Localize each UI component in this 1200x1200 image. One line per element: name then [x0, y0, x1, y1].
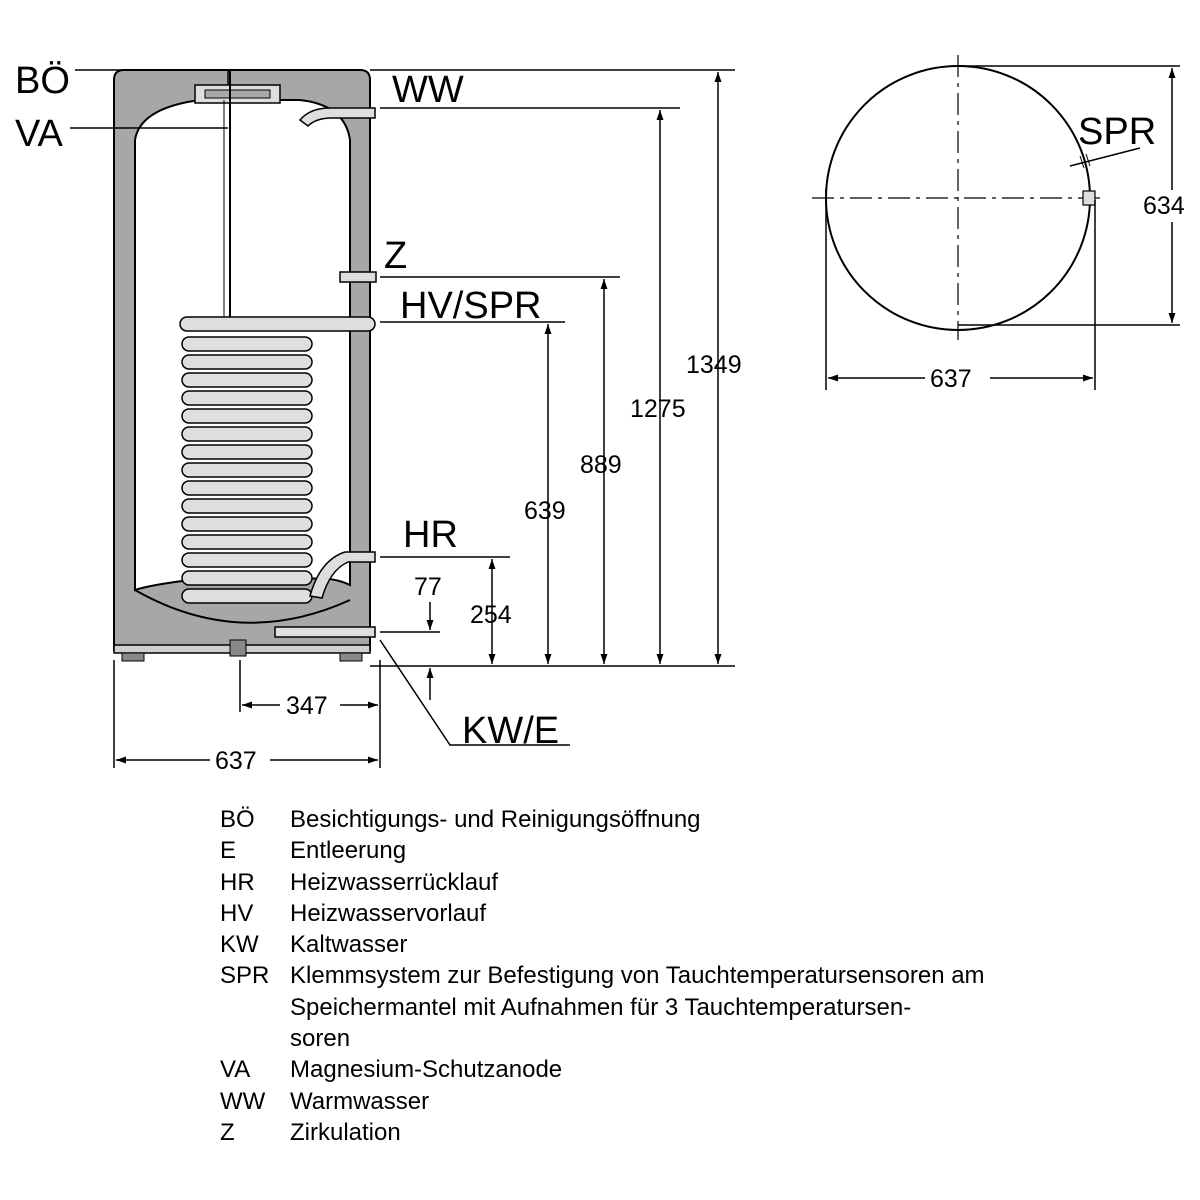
label-hr: HR [403, 514, 458, 556]
side-view-annotations [70, 69, 735, 746]
technical-drawing: BÖ VA WW Z HV/SPR HR KW/E 1349 1275 889 … [15, 55, 1185, 775]
legend-description: Klemmsystem zur Befestigung von Tauchtem… [290, 962, 985, 1053]
legend-code: KW [220, 931, 259, 959]
dim-637-side: 637 [215, 747, 257, 775]
legend-row: BÖ Besichtigungs- und Reinigungsöffnung [220, 804, 1120, 835]
legend-row: E Entleerung [220, 835, 1120, 866]
dim-639: 639 [524, 497, 566, 525]
legend-row: HR Heizwasserrücklauf [220, 867, 1120, 898]
legend-row: VA Magnesium-Schutzanode [220, 1054, 1120, 1085]
spr-sensor-stub [1082, 190, 1096, 206]
legend-description: Heizwasserrücklauf [290, 868, 499, 896]
label-z: Z [384, 235, 407, 277]
legend-code: WW [220, 1087, 266, 1115]
kw-e-pipe [274, 626, 376, 638]
tank-top-view [812, 55, 1180, 390]
legend-code: E [220, 837, 237, 865]
legend-code: VA [220, 1056, 251, 1084]
legend-code: BÖ [220, 806, 255, 833]
z-connection [339, 271, 377, 283]
legend-row: HV Heizwasservorlauf [220, 898, 1120, 929]
legend-description: Kaltwasser [290, 931, 408, 959]
legend-description: Entleerung [290, 837, 407, 865]
legend-description: Besichtigungs- und Reinigungsöffnung [290, 806, 701, 833]
label-kw-e: KW/E [462, 710, 559, 752]
side-view-dimension-lines [113, 72, 722, 768]
legend-description: Heizwasservorlauf [290, 899, 487, 927]
dim-634: 634 [1143, 192, 1185, 220]
heating-coil [179, 316, 376, 604]
legend-row: Z Zirkulation [220, 1117, 1120, 1148]
ww-pipe [298, 107, 376, 127]
dim-1275: 1275 [630, 395, 686, 423]
legend-row: SPR Klemmsystem zur Befestigung von Tauc… [220, 960, 1120, 1054]
legend-row: WW Warmwasser [220, 1086, 1120, 1117]
tank-foot-right [339, 652, 363, 662]
label-spr: SPR [1078, 111, 1156, 153]
label-hv-spr: HV/SPR [400, 285, 541, 327]
dim-637-top: 637 [930, 365, 972, 393]
legend: BÖ Besichtigungs- und Reinigungsöffnung … [220, 804, 1120, 1148]
legend-code: SPR [220, 962, 270, 990]
drain-fitting [229, 639, 247, 657]
dim-77: 77 [414, 573, 442, 601]
tank-bottom-dome [134, 589, 351, 624]
legend-description: Warmwasser [290, 1087, 430, 1115]
legend-code: HR [220, 868, 255, 896]
legend-code: Z [220, 1118, 235, 1146]
dim-347: 347 [286, 692, 328, 720]
tank-side-view [113, 69, 377, 662]
legend-description: Magnesium-Schutzanode [290, 1056, 563, 1084]
label-bo: BÖ [15, 60, 70, 102]
dim-1349: 1349 [686, 351, 742, 379]
legend-row: KW Kaltwasser [220, 929, 1120, 960]
dim-254: 254 [470, 601, 512, 629]
legend-description: Zirkulation [290, 1118, 401, 1146]
label-ww: WW [392, 69, 464, 111]
tank-foot-left [121, 652, 145, 662]
label-va: VA [15, 113, 64, 155]
legend-code: HV [220, 899, 254, 927]
dim-889: 889 [580, 451, 622, 479]
